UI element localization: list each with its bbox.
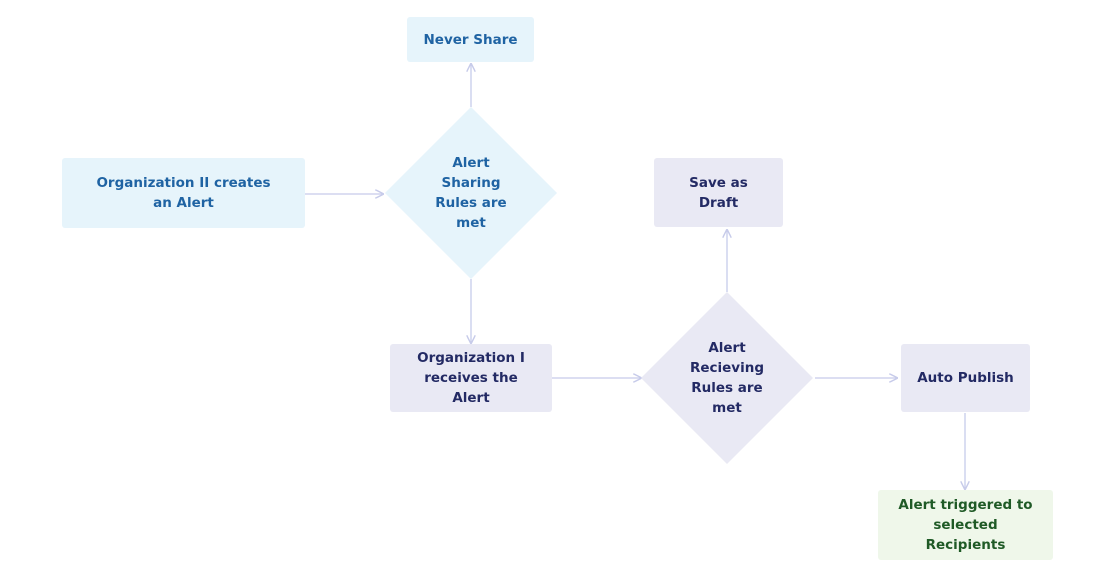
decision-receiving-rules-label: Alert Recieving Rules are met [689,340,765,416]
decision-sharing-rules-shape [385,107,557,279]
node-org2-creates-alert: Organization II creates an Alert [62,158,305,228]
node-org2-creates-alert-label: Organization II creates an Alert [96,175,271,211]
node-save-as-draft-label: Save as Draft [689,174,748,211]
node-org1-receives-alert: Organization I receives the Alert [390,344,552,412]
node-auto-publish-label: Auto Publish [917,370,1014,386]
node-never-share-label: Never Share [423,31,518,48]
decision-sharing-rules: Alert Sharing Rules are met [385,107,557,279]
decision-sharing-rules-label: Alert Sharing Rules are met [435,155,507,231]
decision-receiving-rules-shape [641,292,813,464]
node-save-as-draft: Save as Draft [654,158,783,227]
decision-receiving-rules: Alert Recieving Rules are met [641,292,813,464]
node-never-share: Never Share [407,17,534,62]
node-alert-triggered-label: Alert triggered to selected Recipients [898,497,1033,553]
node-alert-triggered: Alert triggered to selected Recipients [878,490,1053,560]
node-auto-publish: Auto Publish [901,344,1030,412]
node-org1-receives-alert-label: Organization I receives the Alert [417,350,525,406]
